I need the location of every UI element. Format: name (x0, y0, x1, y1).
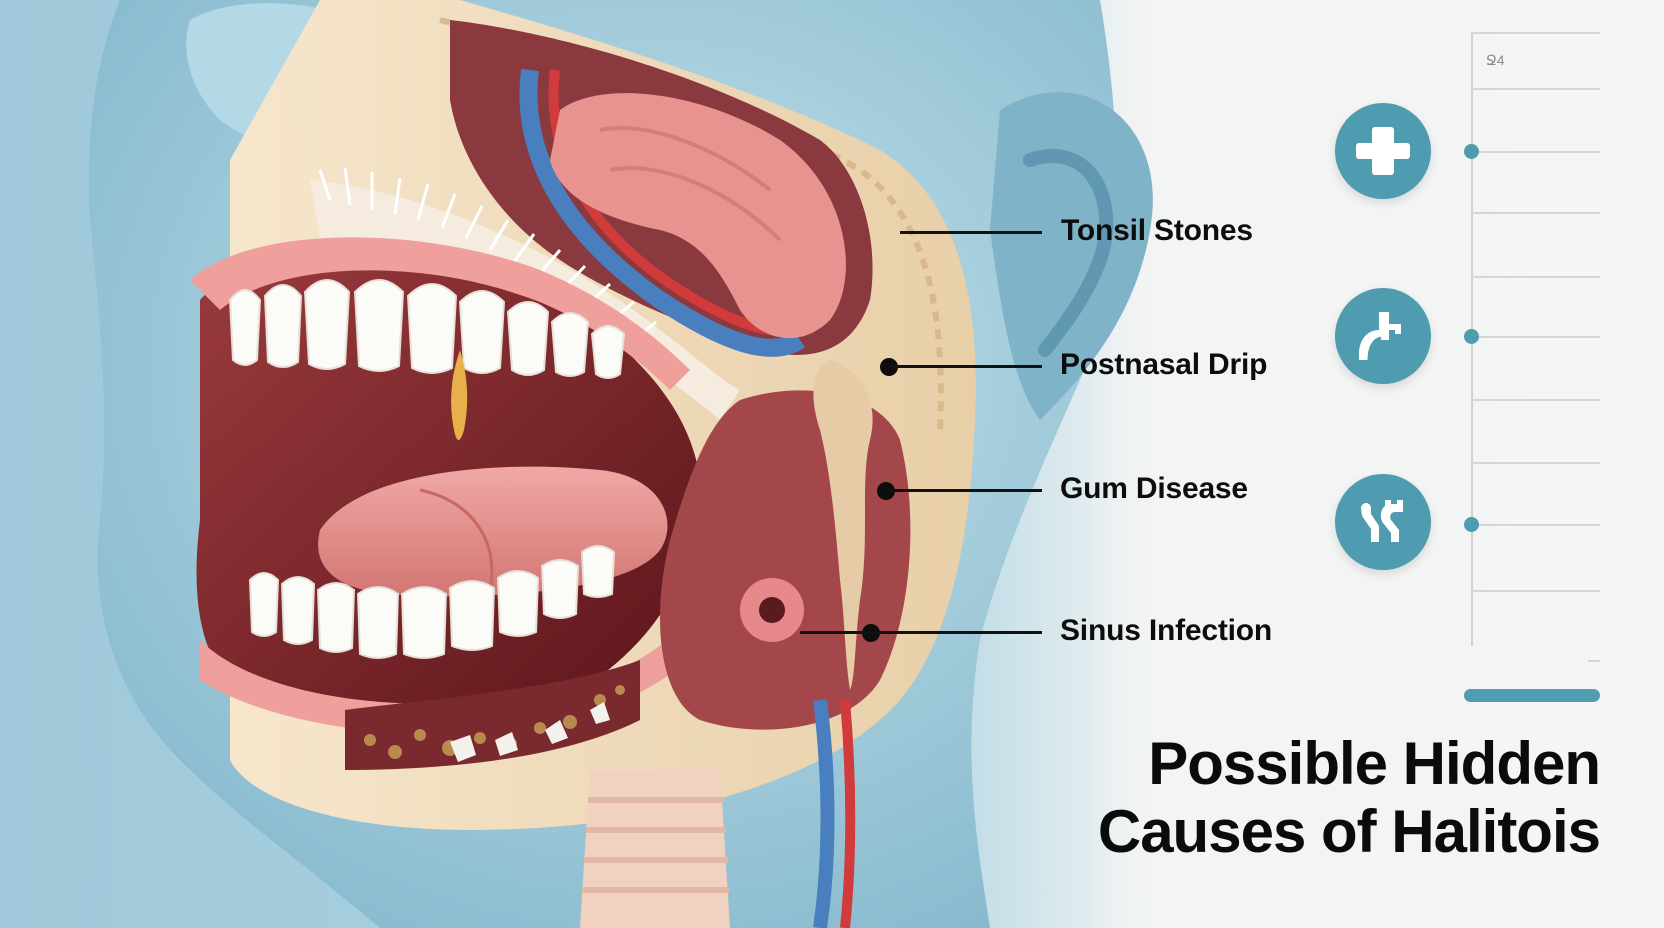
cross-glyph-icon (1356, 127, 1410, 175)
timeline-rule (1471, 151, 1600, 153)
timeline-end-tick (1588, 660, 1600, 662)
timeline-rule (1471, 462, 1600, 464)
label-postnasal-drip: Postnasal Drip (1060, 348, 1268, 381)
faucet-glyph-icon (1359, 312, 1401, 361)
faucet-icon (1335, 288, 1431, 384)
timeline-rule (1471, 88, 1600, 90)
leader-line-tonsil-stones (900, 231, 1042, 234)
wrench-connector-icon (1335, 474, 1431, 570)
panel-corner-code: Ջ4 (1486, 52, 1505, 68)
leader-line-postnasal-drip (889, 365, 1042, 368)
timeline-rule (1471, 32, 1600, 34)
leader-line-gum-disease (886, 489, 1042, 492)
leader-line-sinus-infection (800, 631, 1042, 634)
medical-cross-icon (1335, 103, 1431, 199)
timeline-rule (1471, 276, 1600, 278)
mouth-cross-section-illustration (88, 0, 1153, 928)
timeline-rule (1471, 399, 1600, 401)
label-sinus-infection: Sinus Infection (1060, 614, 1273, 647)
timeline-dot-2 (1464, 329, 1479, 344)
timeline-rule (1471, 336, 1600, 338)
timeline-dot-3 (1464, 517, 1479, 532)
timeline-dot-1 (1464, 144, 1479, 159)
page-title: Possible Hidden Causes of Halitois (1097, 730, 1601, 866)
timeline-rule (1471, 590, 1600, 592)
accent-bar (1464, 689, 1600, 702)
title-line-2: Causes of Halitois (1097, 798, 1601, 865)
connector-glyph-icon (1361, 500, 1403, 542)
title-line-1: Possible Hidden (1148, 730, 1601, 797)
timeline-rule (1471, 524, 1600, 526)
timeline-rule (1471, 212, 1600, 214)
label-tonsil-stones: Tonsil Stones (1061, 214, 1253, 247)
label-gum-disease: Gum Disease (1060, 472, 1248, 505)
